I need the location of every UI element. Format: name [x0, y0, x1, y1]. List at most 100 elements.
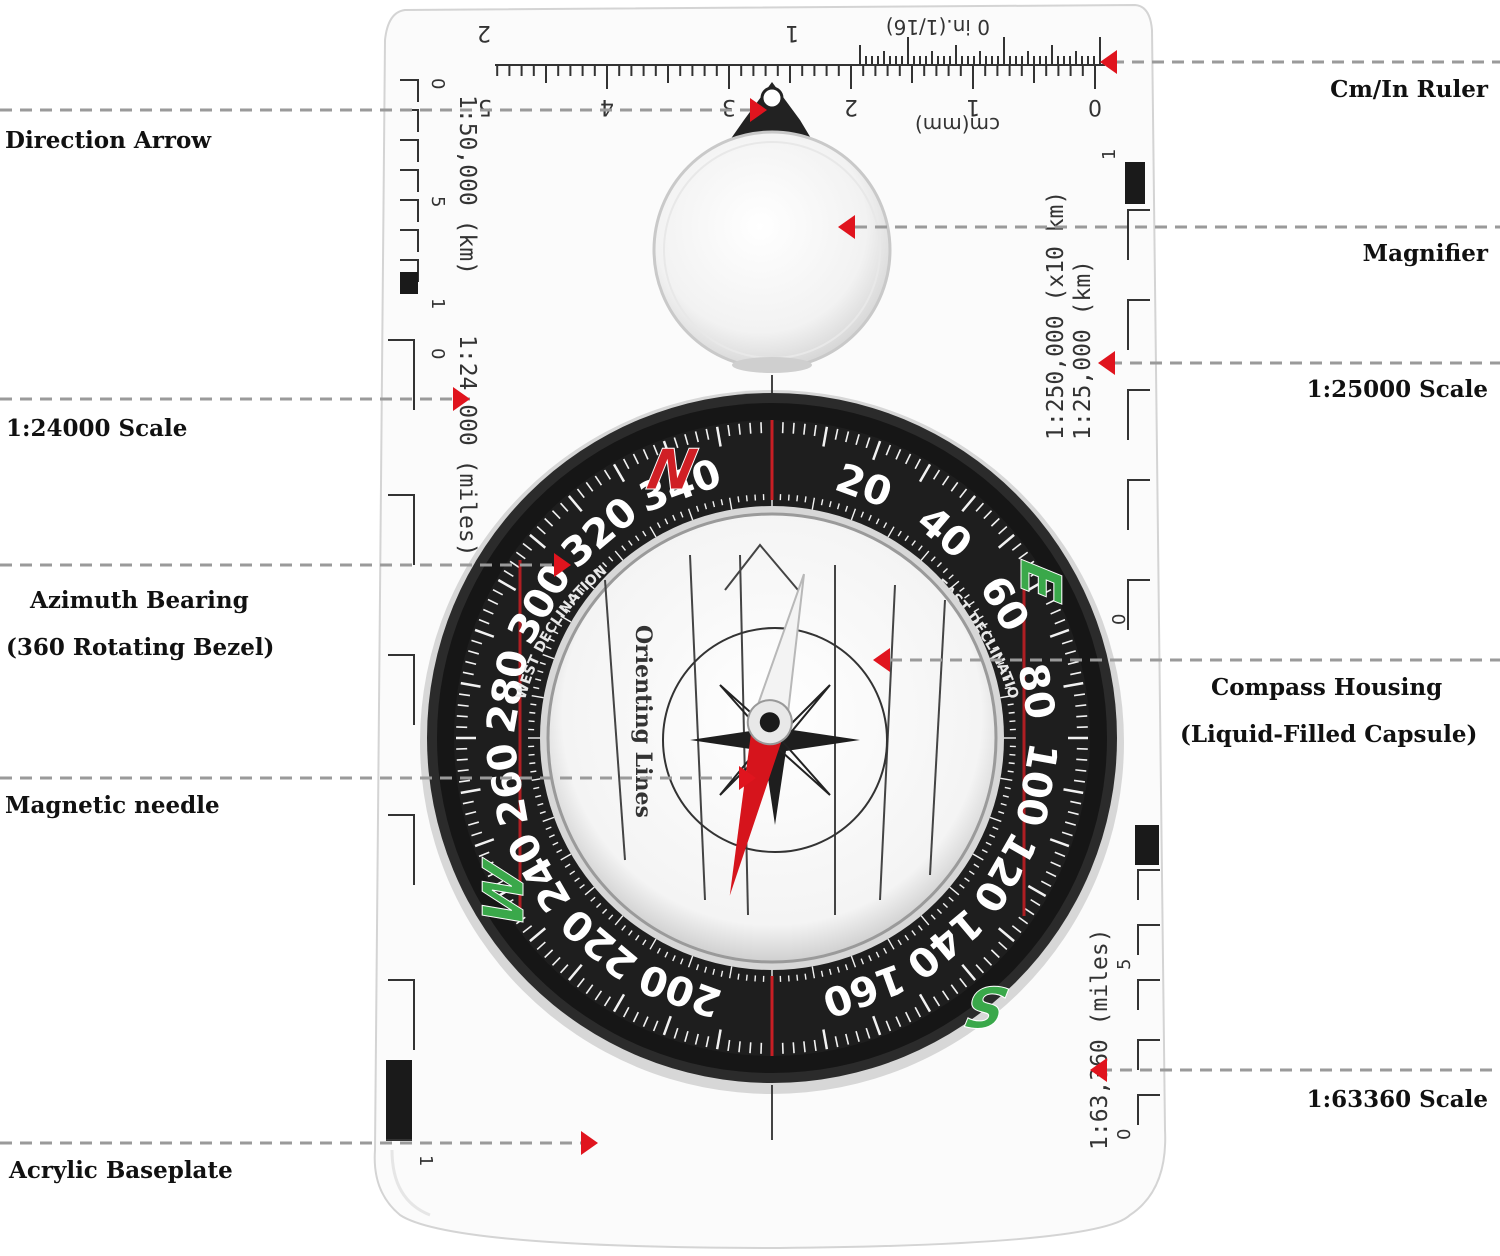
- bezel-tick: [1050, 861, 1062, 868]
- bezel-inner-tick: [920, 550, 930, 561]
- bezel-inner-tick: [649, 938, 657, 950]
- bezel-inner-tick: [897, 939, 902, 946]
- bezel-inner-tick: [712, 501, 716, 508]
- bezel-tick: [456, 715, 468, 718]
- bezel-tick: [885, 444, 892, 456]
- bezel-tick: [705, 1036, 710, 1048]
- ruler-cm-number: 5: [478, 94, 492, 119]
- bezel-inner-tick: [1002, 678, 1009, 682]
- bezel-tick: [492, 588, 504, 596]
- bezel-tick: [468, 650, 480, 655]
- bezel-tick: [1073, 779, 1086, 783]
- bezel-tick: [1024, 907, 1035, 916]
- bezel-tick: [813, 1039, 817, 1052]
- bezel-tick: [959, 488, 968, 499]
- bezel-inner-tick: [985, 841, 992, 846]
- bezel-tick: [727, 424, 731, 437]
- label-1-25000-scale: 1:25000 Scale: [1306, 376, 1488, 403]
- bezel-tick: [1063, 788, 1084, 795]
- marker-cm-in-ruler: [1100, 50, 1117, 74]
- bezel-tick: [509, 907, 520, 916]
- bezel-inner-tick: [949, 886, 960, 896]
- bezel-inner-tick: [569, 870, 576, 876]
- bezel-inner-tick: [964, 877, 970, 882]
- bezel-tick: [497, 884, 517, 898]
- right-scale-1-label: 1:250,000 (x10 km): [1043, 191, 1069, 440]
- bezel-tick: [460, 788, 481, 795]
- bezel-tick: [551, 956, 561, 966]
- bezel-tick: [932, 996, 941, 1007]
- left-scales: 1:50,000 (km) 1:24,000 (miles) 0 5 1 0 1: [386, 78, 480, 1166]
- left-tick: [400, 199, 419, 222]
- bezel-inner-tick: [868, 514, 872, 521]
- bezel-inner-tick: [564, 608, 571, 613]
- bezel-tick: [1063, 681, 1084, 688]
- bezel-inner-tick: [695, 505, 700, 512]
- bezel-tick: [749, 422, 752, 434]
- bezel-inner-tick: [796, 495, 799, 502]
- bezel-tick: [872, 1015, 882, 1036]
- bezel-inner-tick: [531, 694, 544, 699]
- bezel-tick: [482, 608, 494, 615]
- bezel-inner-tick: [628, 540, 633, 546]
- bezel-tick: [544, 517, 554, 527]
- marker-magnetic-needle: [739, 766, 756, 790]
- bezel-inner-tick: [628, 930, 633, 936]
- bezel-inner-tick: [1004, 786, 1011, 790]
- bezel-tick: [865, 437, 871, 449]
- bezel-tick: [652, 1020, 659, 1032]
- bezel-inner-tick: [579, 883, 585, 889]
- bezel-tick: [1067, 660, 1079, 665]
- left-scale-number-0b: 0: [427, 348, 448, 359]
- bezel-tick: [1011, 925, 1022, 934]
- bezel-tick: [612, 993, 626, 1013]
- bezel-tick: [487, 598, 499, 606]
- ruler-inch-number: 1: [785, 20, 799, 45]
- ruler-unit-in: 0 in.(1/16): [886, 15, 990, 39]
- bezel-inner-tick: [828, 501, 832, 508]
- bezel-inner-tick: [959, 587, 965, 593]
- bezel-tick: [715, 426, 722, 447]
- bezel-tick: [622, 458, 630, 470]
- bezel-tick: [694, 1033, 699, 1045]
- left-tick: [400, 229, 419, 252]
- left-scale-2-label: 1:24,000 (miles): [454, 335, 480, 557]
- bezel-inner-tick: [574, 594, 580, 599]
- bezel-inner-tick: [595, 567, 602, 574]
- bezel-tick: [715, 1029, 722, 1050]
- bezel-inner-tick: [1000, 694, 1013, 699]
- bezel-inner-tick: [868, 955, 872, 962]
- right-scale-number-0a: 0: [1109, 614, 1130, 625]
- bezel-tick: [1054, 851, 1066, 858]
- right-scale-2-label: 1:25,000 (km): [1070, 260, 1096, 440]
- bezel-tick: [551, 510, 561, 520]
- bezel-tick: [458, 779, 471, 783]
- bezel-inner-tick: [548, 638, 555, 642]
- bezel-tick: [1061, 831, 1073, 837]
- bezel-inner-tick: [1008, 711, 1015, 714]
- bezel-inner-tick: [936, 908, 943, 915]
- bezel-inner-tick: [656, 522, 661, 529]
- bezel-inner-tick: [959, 883, 965, 889]
- bezel-tick: [792, 1042, 795, 1054]
- bezel-inner-tick: [537, 670, 544, 674]
- bezel-inner-tick: [569, 600, 576, 606]
- bezel-tick: [705, 428, 710, 440]
- bezel-inner-tick: [989, 653, 1002, 660]
- bezel-tick: [1049, 838, 1070, 848]
- bezel-inner-tick: [704, 503, 708, 510]
- bezel-inner-tick: [737, 973, 740, 980]
- bezel-inner-tick: [820, 499, 824, 506]
- bezel-tick: [914, 458, 922, 470]
- bezel-tick: [822, 1029, 829, 1050]
- left-tick-fill: [400, 272, 418, 294]
- bezel-tick: [792, 422, 795, 434]
- bezel-tick: [1073, 693, 1086, 697]
- bezel-tick: [487, 870, 499, 878]
- bezel-inner-tick: [811, 966, 816, 979]
- bezel-tick: [652, 444, 659, 456]
- bezel-inner-tick: [904, 535, 910, 542]
